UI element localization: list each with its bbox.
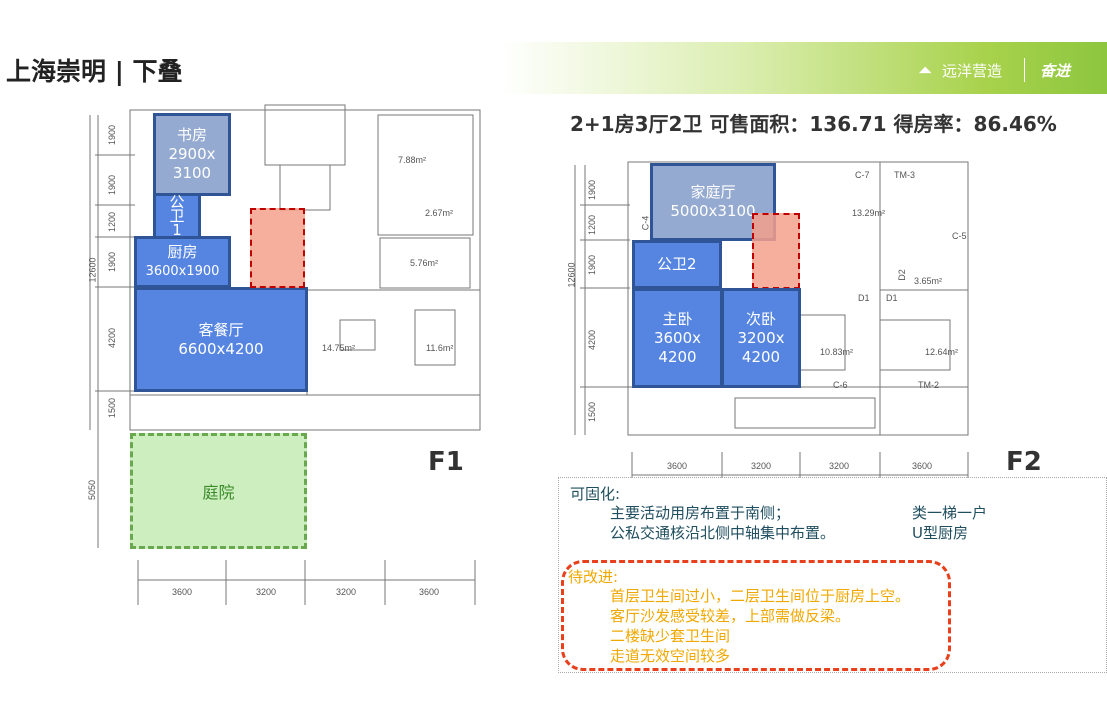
area-label: 11.6m²	[426, 343, 454, 353]
dimension-label: 1500	[107, 397, 118, 419]
room-name: 公卫2	[657, 255, 697, 273]
area-label: 7.88m²	[398, 155, 427, 165]
brand-logo-text: 远洋营造	[942, 62, 1003, 80]
room-name: 家庭厅	[690, 183, 736, 201]
improve-item: 走道无效空间较多	[610, 647, 731, 665]
dimension-label: 3600	[419, 587, 440, 597]
stair-highlight	[250, 208, 305, 288]
dimension-label: 1200	[107, 211, 118, 233]
dimension-label: 3600	[667, 461, 688, 471]
area-label: 12.64m²	[925, 347, 959, 357]
dimension-label: 1900	[107, 174, 118, 196]
room-size: 3600x1900	[145, 264, 220, 279]
room-size: 6600x4200	[178, 339, 264, 358]
room-size: 2900x	[168, 145, 216, 163]
dimension-label: 3200	[829, 461, 850, 471]
header-band	[500, 42, 1107, 94]
dimension-label: 1900	[107, 251, 118, 273]
dimension-label: 1900	[587, 254, 598, 276]
room-name: 厨房	[167, 243, 198, 261]
dimension-label: 3200	[336, 587, 357, 597]
dimension-label: 4200	[107, 327, 118, 349]
tag-label: C-6	[833, 380, 848, 390]
tag-label: D1	[858, 293, 870, 303]
room-bathroom-2: 公卫2	[632, 240, 722, 289]
slogan-logo: 奋进	[1040, 62, 1071, 80]
dimension-label: 1200	[587, 214, 598, 236]
area-label: 14.75m²	[322, 343, 356, 353]
dimension-label: 3200	[751, 461, 772, 471]
tag-label: C-4	[640, 215, 651, 231]
tag-label: D1	[886, 293, 898, 303]
fixed-item: U型厨房	[912, 524, 968, 542]
dimension-label: 4200	[587, 329, 598, 351]
dimension-label: 1500	[587, 401, 598, 423]
improve-item: 首层卫生间过小，二层卫生间位于厨房上空。	[610, 587, 911, 605]
dimension-label: 5050	[87, 479, 98, 501]
room-size: 3600x	[653, 328, 702, 347]
dimension-label: 12600	[87, 257, 98, 283]
dimension-label: 3200	[256, 587, 277, 597]
logo-divider	[1024, 58, 1025, 82]
dimension-label: 12600	[566, 262, 577, 288]
room-name: 公	[169, 193, 185, 211]
area-label: 13.29m²	[852, 208, 886, 218]
dimension-label: 3600	[172, 587, 193, 597]
floor-label-f1: F1	[428, 447, 464, 477]
dimension-label: 1900	[107, 124, 118, 146]
tag-label: TM-3	[894, 170, 915, 180]
room-size: 4200	[741, 347, 781, 366]
room-kitchen: 厨房 3600x1900	[134, 236, 231, 288]
area-label: 2.67m²	[425, 208, 454, 218]
fixed-item: 类一梯一户	[912, 504, 988, 522]
tag-label: C-5	[952, 231, 967, 241]
brand-logo-icon: ⏶	[918, 60, 933, 81]
room-name: 卫	[169, 207, 185, 225]
fixed-item: 主要活动用房布置于南侧；	[610, 504, 791, 522]
fixed-item: 公私交通核沿北侧中轴集中布置。	[610, 524, 836, 542]
area-label: 5.76m²	[410, 258, 439, 268]
room-size: 3100	[172, 164, 212, 182]
room-name: 客餐厅	[198, 320, 244, 339]
improve-item: 客厅沙发感受较差，上部需做反梁。	[610, 607, 851, 625]
page-title: 上海崇明 | 下叠	[6, 57, 183, 86]
area-label: 10.83m²	[820, 347, 854, 357]
dimension-label: 1900	[587, 179, 598, 201]
stair-highlight	[752, 213, 800, 289]
room-name: 1	[172, 221, 182, 239]
improve-title: 待改进:	[568, 568, 619, 586]
courtyard-label: 庭院	[202, 483, 235, 502]
improve-highlight-box	[561, 560, 951, 671]
unit-summary: 2+1房3厅2卫 可售面积：136.71 得房率：86.46%	[570, 112, 1057, 136]
tag-label: D2	[896, 269, 907, 281]
room-name: 主卧	[662, 309, 693, 328]
room-name: 次卧	[745, 309, 776, 328]
fixed-title: 可固化:	[570, 485, 621, 503]
room-name: 书房	[176, 126, 207, 144]
courtyard: 庭院	[130, 433, 307, 549]
room-size: 3200x	[737, 328, 785, 347]
dimension-label: 3600	[912, 461, 933, 471]
room-size: 4200	[658, 347, 697, 366]
floor-label-f2: F2	[1006, 447, 1042, 477]
room-size: 5000x3100	[670, 202, 756, 220]
tag-label: C-7	[855, 170, 870, 180]
area-label: 3.65m²	[914, 276, 943, 286]
tag-label: TM-2	[918, 380, 939, 390]
improve-item: 二楼缺少套卫生间	[610, 627, 731, 645]
